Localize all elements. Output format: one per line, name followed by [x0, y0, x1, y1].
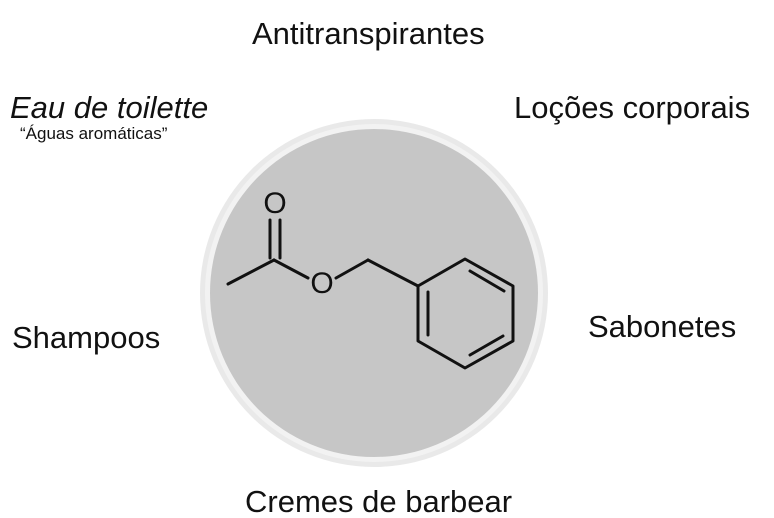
atom-label-carbonyl-o: O	[263, 187, 286, 220]
ring-double-1	[468, 269, 506, 293]
atom-label-ester-o: O	[310, 267, 333, 300]
benzene-ring	[416, 257, 515, 370]
label-eau-de-toilette: Eau de toilette	[10, 90, 209, 125]
disc-fill	[210, 129, 538, 457]
label-locoes-corporais: Loções corporais	[514, 90, 751, 125]
label-antitranspirantes: Antitranspirantes	[252, 16, 485, 51]
label-cremes-de-barbear: Cremes de barbear	[245, 484, 513, 518]
label-aguas-aromaticas: “Águas aromáticas”	[20, 124, 168, 143]
bond-ester-och2	[334, 258, 370, 280]
molecule-structure	[226, 218, 515, 370]
label-sabonetes: Sabonetes	[588, 309, 737, 344]
ring-double-2	[468, 334, 505, 357]
bond-ester-co	[272, 258, 310, 280]
bond-methyl	[226, 258, 276, 286]
label-shampoos: Shampoos	[12, 320, 161, 355]
bond-ch2-ring	[366, 258, 420, 288]
